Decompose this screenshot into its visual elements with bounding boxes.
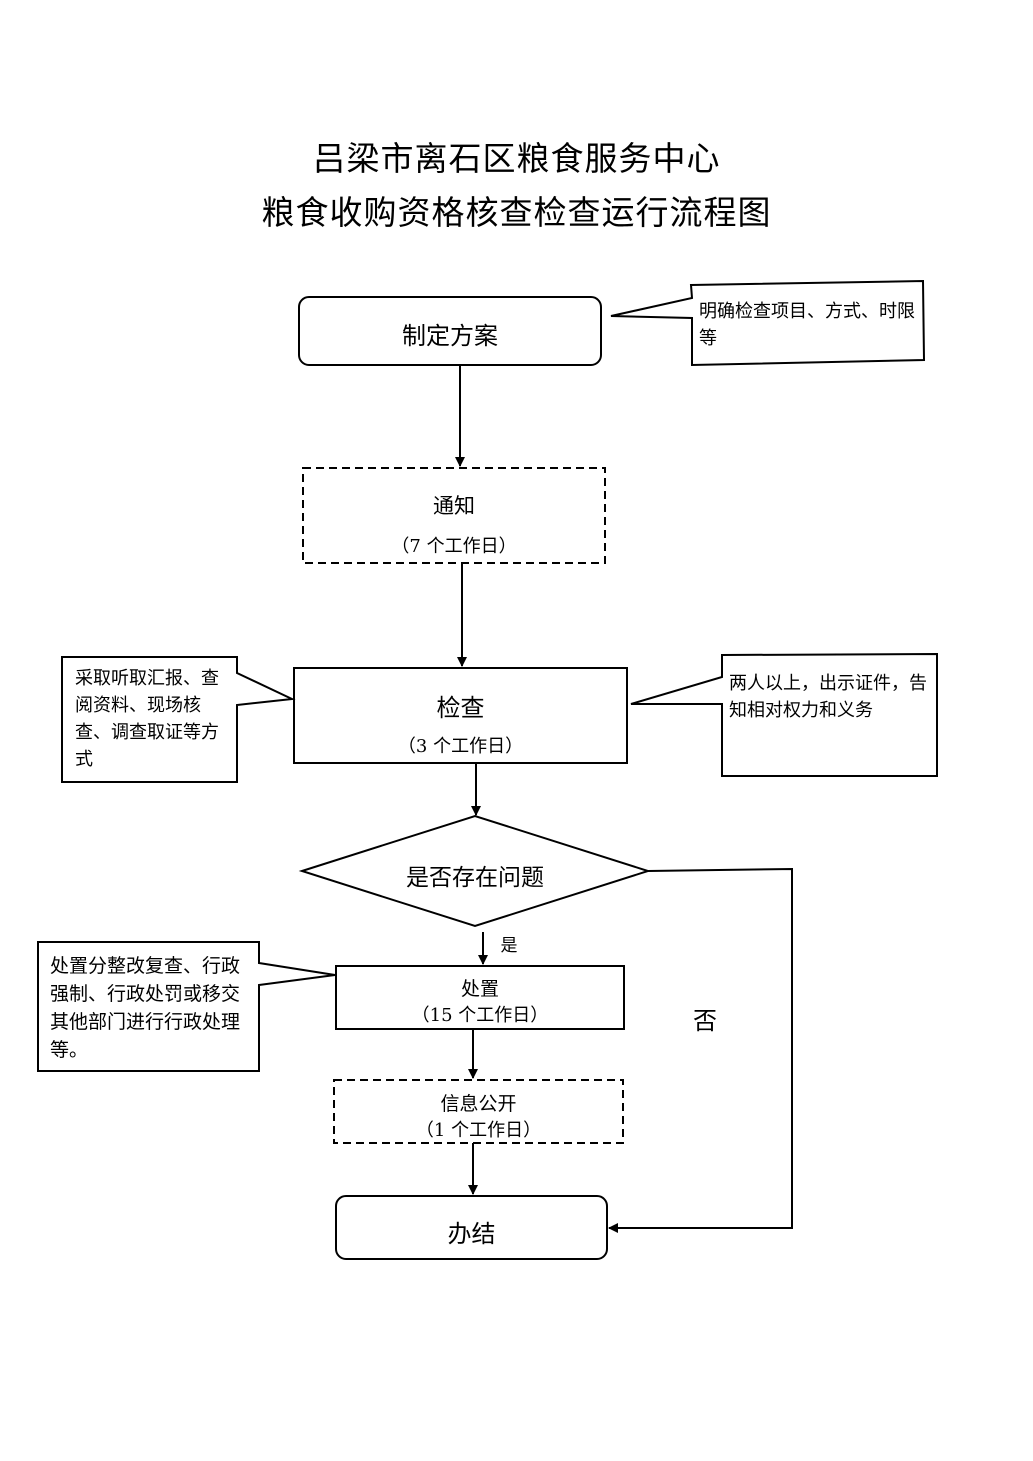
handle-note-callout	[37, 941, 336, 1072]
decision-label: 是否存在问题	[406, 865, 544, 891]
inspect-duration: （3 个工作日）	[397, 736, 524, 757]
finish-box	[335, 1195, 608, 1260]
inspect-left-note-text: 采取听取汇报、查阅资料、现场核查、调查取证等方式	[75, 668, 219, 770]
plan-note-text: 明确检查项目、方式、时限等	[699, 301, 915, 349]
handle-label: 处置	[460, 978, 499, 1000]
plan-label: 制定方案	[402, 322, 498, 350]
handle-box	[335, 965, 625, 1030]
title-line-2: 粮食收购资格核查检查运行流程图	[261, 193, 772, 232]
handle-duration: （15 个工作日）	[411, 1005, 549, 1026]
inspect-label: 检查	[436, 694, 485, 722]
publish-duration: （1 个工作日）	[415, 1120, 542, 1141]
plan-note-callout	[610, 279, 926, 367]
handle-note-text: 处置分整改复查、行政强制、行政处罚或移交其他部门进行行政处理等。	[50, 955, 241, 1061]
inspect-right-note-callout	[630, 652, 938, 777]
notify-box	[302, 467, 606, 564]
inspect-right-note-text: 两人以上，出示证件，告知相对权力和义务	[729, 673, 927, 721]
notify-label: 通知	[433, 494, 475, 518]
title-line-1: 吕梁市离石区粮食服务中心	[312, 139, 721, 178]
plan-box	[298, 296, 602, 366]
decision-no-label: 否	[693, 1007, 717, 1035]
publish-label: 信息公开	[440, 1093, 517, 1115]
inspect-left-note-callout	[61, 656, 296, 783]
notify-duration: （7 个工作日）	[391, 536, 517, 557]
decision-yes-label: 是	[500, 936, 518, 956]
arrow-decision-no-to-finish	[608, 867, 793, 1233]
inspect-box	[293, 667, 628, 764]
publish-box	[333, 1079, 624, 1144]
finish-label: 办结	[447, 1220, 496, 1248]
